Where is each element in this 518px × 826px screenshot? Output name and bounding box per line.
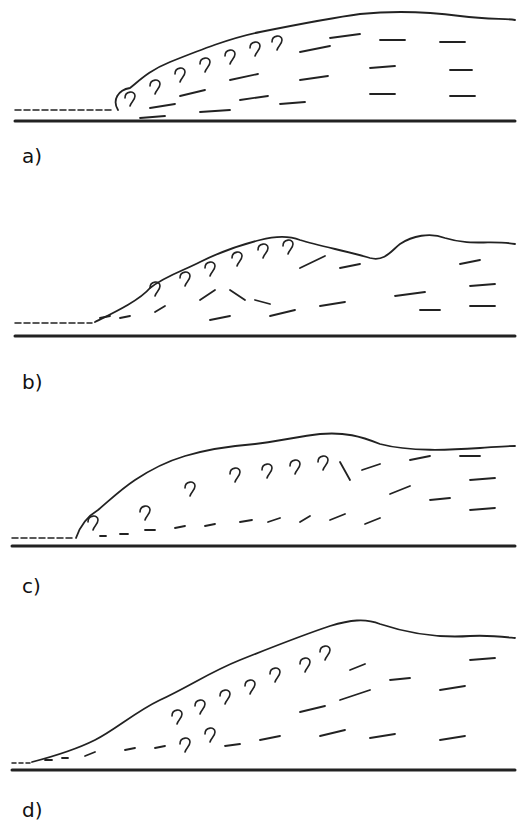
panel-c <box>12 433 515 546</box>
panel-d <box>12 620 515 770</box>
panel-label: d) <box>22 800 43 820</box>
panel-a <box>15 12 515 121</box>
panel-label: c) <box>22 576 41 596</box>
panel-label: b) <box>22 372 43 392</box>
panel-label: a) <box>22 146 42 166</box>
panel-b <box>15 235 515 336</box>
